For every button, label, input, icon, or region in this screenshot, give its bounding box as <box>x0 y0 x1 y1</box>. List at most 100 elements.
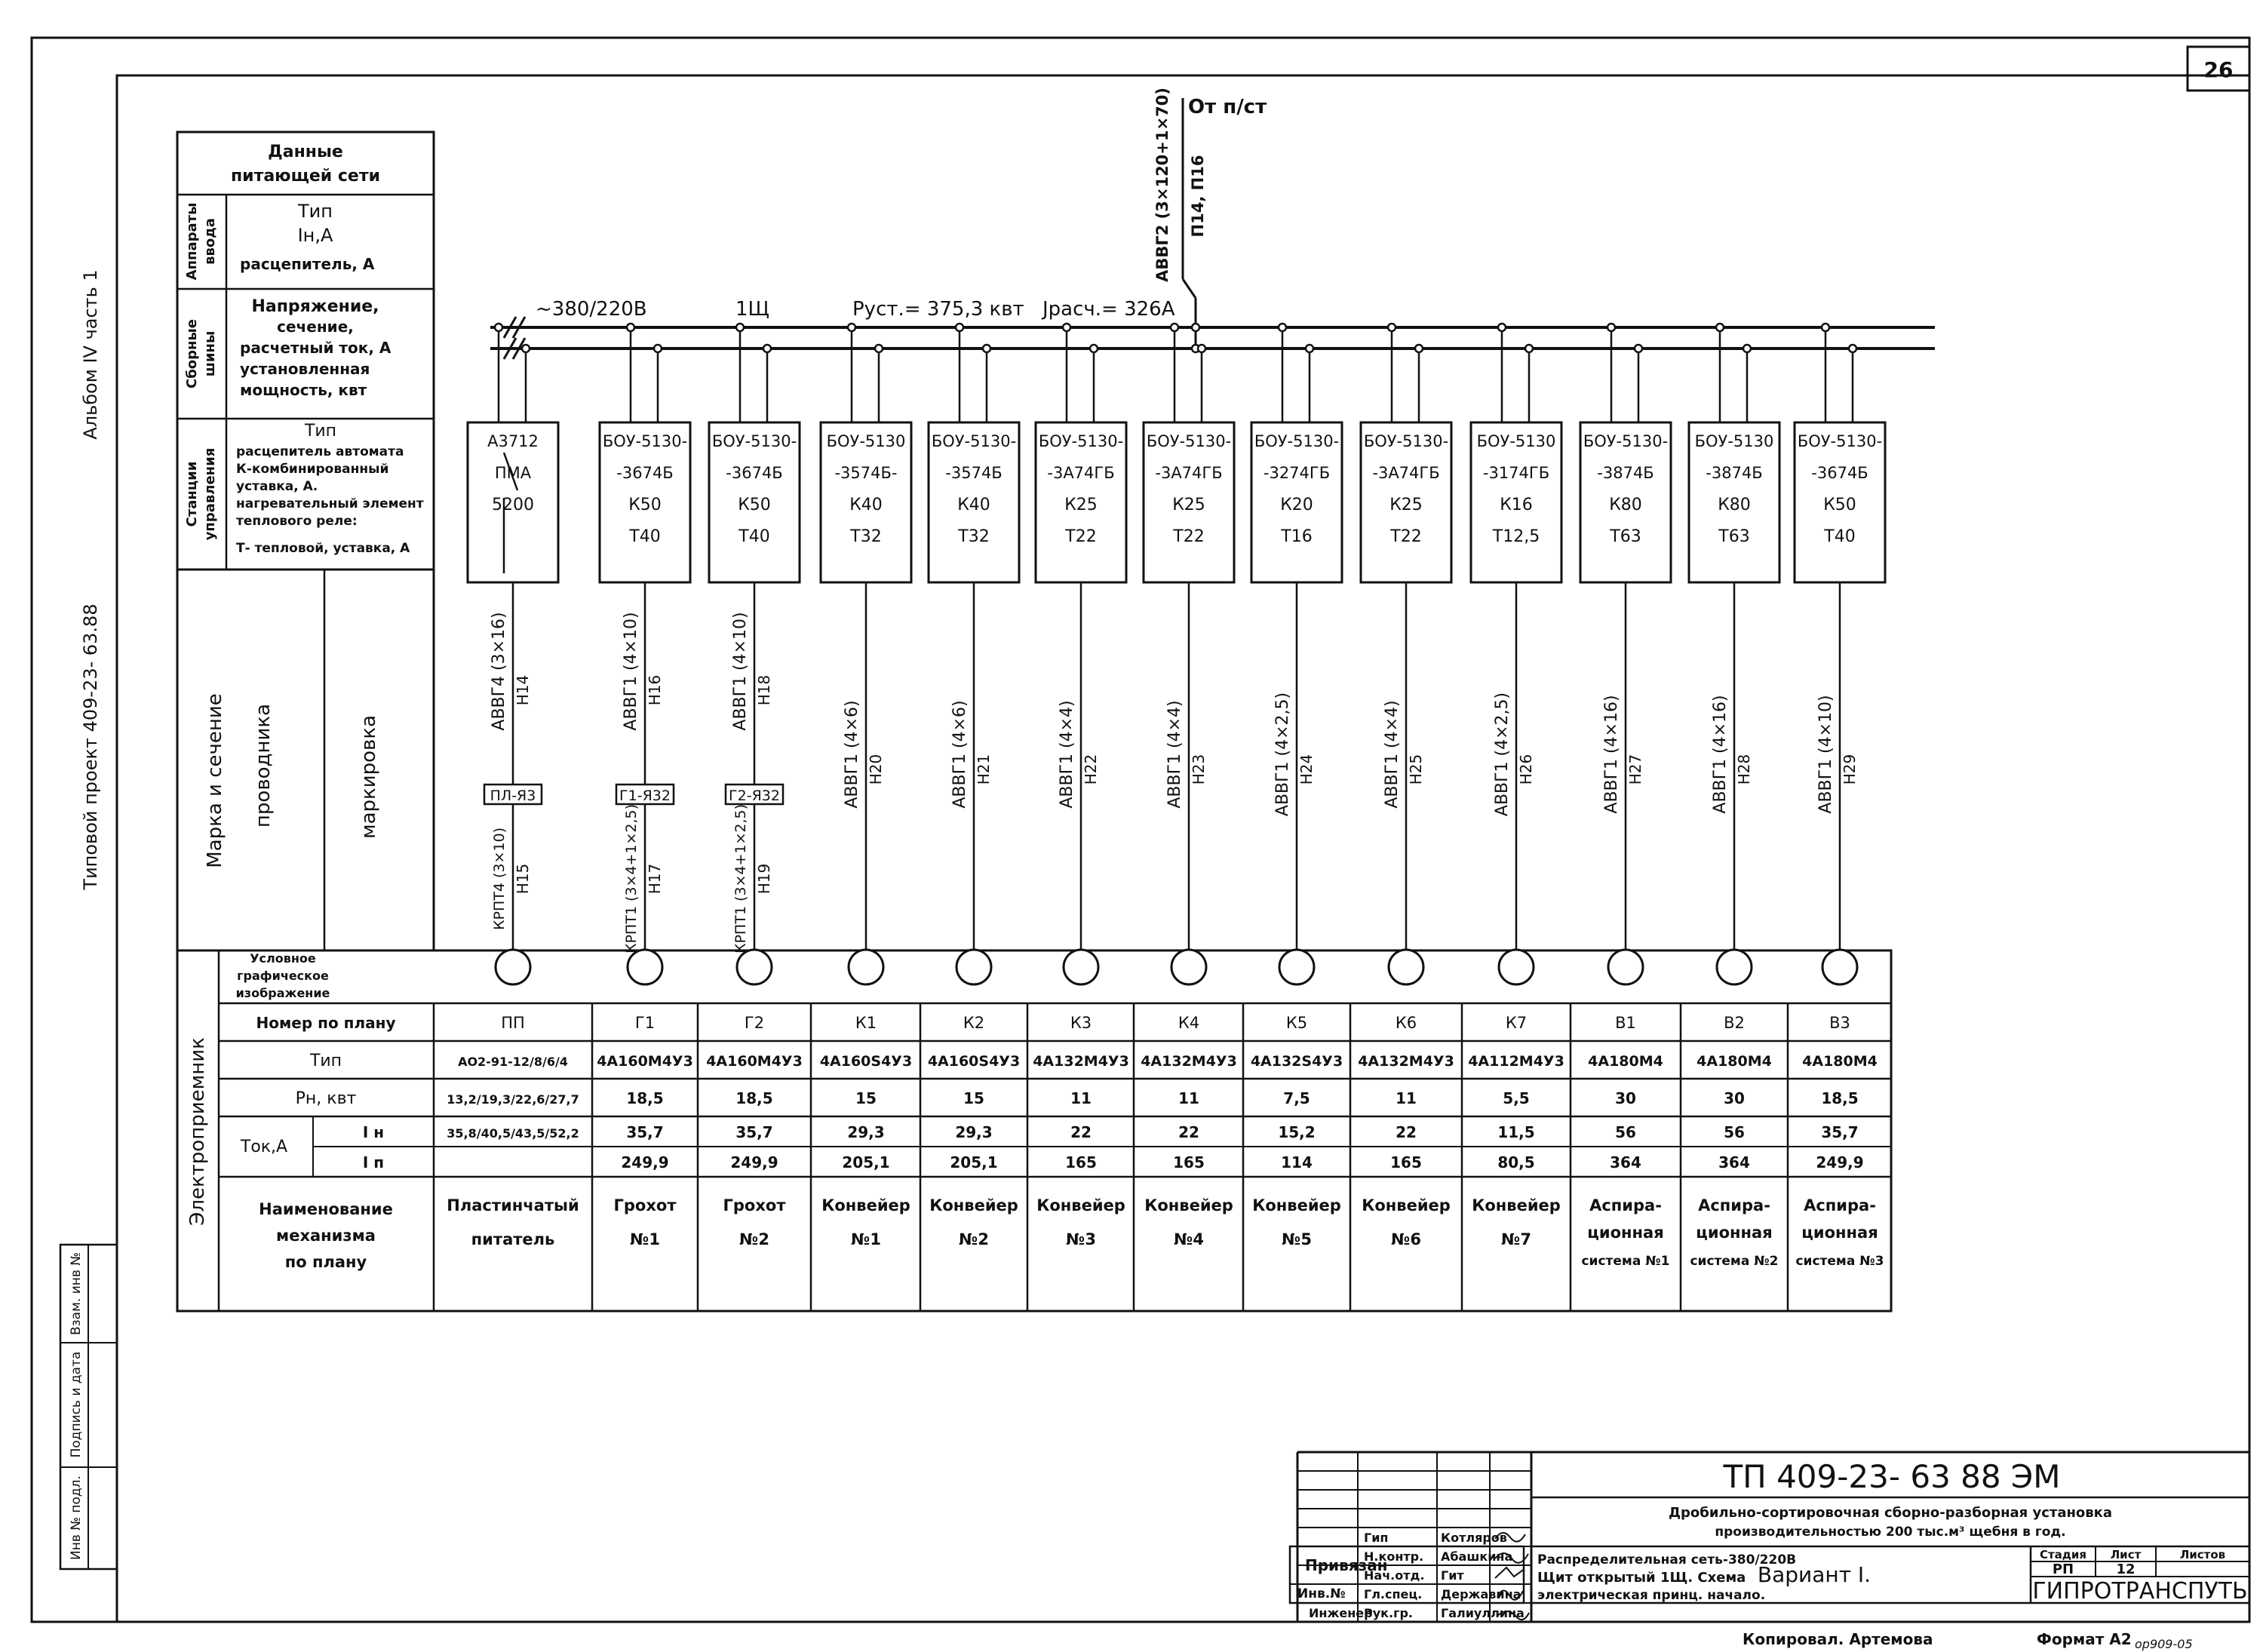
mechanism-name: №2 <box>739 1230 769 1248</box>
station-line: 5200 <box>492 496 534 514</box>
motor-power: 15 <box>963 1089 984 1107</box>
group-text: расчетный ток, А <box>240 339 391 357</box>
start-current: 364 <box>1610 1153 1641 1171</box>
tap-node <box>1196 343 1207 354</box>
group-label: управления <box>202 448 218 541</box>
role-name: Абашкина <box>1441 1549 1512 1564</box>
tap-node <box>1606 322 1617 333</box>
bottom-table: Электроприемник Условное графическое изо… <box>176 949 1893 1313</box>
rated-current: 35,7 <box>1821 1123 1858 1141</box>
motor-symbol <box>1715 948 1753 986</box>
rated-current: 11,5 <box>1497 1123 1534 1141</box>
row-label: изображение <box>236 986 330 1000</box>
plan-number: ПП <box>501 1014 525 1032</box>
cable-label: АВВГ1 (4×6) <box>843 700 861 808</box>
mechanism-name: Аспира- <box>1589 1196 1662 1214</box>
object-line: производительностью 200 тыс.м³ щебня в г… <box>1715 1525 2065 1540</box>
motor-type: 4А112М4У3 <box>1468 1053 1564 1070</box>
station-line: К20 <box>1280 496 1313 514</box>
start-current: 205,1 <box>842 1153 889 1171</box>
station-line: -3674Б <box>726 464 782 482</box>
motor-symbol <box>735 948 773 986</box>
rated-current: 22 <box>1396 1123 1417 1141</box>
mechanism-name: Грохот <box>723 1196 787 1214</box>
station-line: К25 <box>1172 496 1205 514</box>
rated-current: 22 <box>1070 1123 1092 1141</box>
role-name: Куликова <box>1309 1612 1313 1614</box>
mechanism-name: ционная <box>1801 1224 1878 1242</box>
start-current: 364 <box>1718 1153 1750 1171</box>
cable-label: АВВГ4 (3×16) <box>490 612 508 730</box>
role: Гл.спец. <box>1364 1587 1422 1601</box>
motor-symbol <box>847 948 885 986</box>
cable-mark: Н26 <box>1517 754 1535 785</box>
station-line: К25 <box>1064 496 1098 514</box>
incoming-feed: От п/ст АВВГ2 (3×120+1×70) П14, П16 <box>1153 88 1267 354</box>
motor-symbol <box>1170 948 1208 986</box>
motor-power: 30 <box>1615 1089 1636 1107</box>
tap-node <box>1524 343 1534 354</box>
object-line: Дробильно-сортировочная сборно-разборная… <box>1669 1505 2112 1521</box>
bus-current: Jрасч.= 326А <box>1041 298 1175 321</box>
cable-mark: Н25 <box>1407 754 1425 785</box>
station-line: -3874Б <box>1706 464 1762 482</box>
tap-node <box>1304 343 1315 354</box>
motor-symbol <box>1062 948 1100 986</box>
station-line: -3174ГБ <box>1483 464 1549 482</box>
cable-mark: Н15 <box>514 864 532 895</box>
signature <box>1494 1552 1529 1564</box>
rated-current: 29,3 <box>847 1123 884 1141</box>
tap-node <box>762 343 772 354</box>
plan-number: К6 <box>1396 1014 1417 1032</box>
group-text: К-комбинированный <box>236 462 388 477</box>
group-text: Тип <box>297 201 333 222</box>
motor-symbol <box>494 948 532 986</box>
group-text: теплового реле: <box>236 514 358 529</box>
motor-type: 4А132М4У3 <box>1033 1053 1129 1070</box>
row-label: Тип <box>309 1052 342 1070</box>
wire-group-label: Марка и сечение <box>204 693 226 867</box>
tap-node <box>1820 322 1831 333</box>
mechanism-name: ционная <box>1696 1224 1772 1242</box>
row-label: Номер по плану <box>256 1014 395 1032</box>
rated-current: 35,7 <box>735 1123 772 1141</box>
header-line: Данные <box>268 143 343 161</box>
cable-mark: Н27 <box>1626 754 1644 785</box>
junction-box <box>615 783 675 806</box>
stamp-cell: Подпись и дата <box>69 1352 84 1458</box>
mechanism-name: система №1 <box>1581 1254 1669 1269</box>
motor-symbol <box>1387 948 1425 986</box>
junction-box <box>483 783 543 806</box>
mechanism-name: №7 <box>1501 1230 1531 1248</box>
start-current: 165 <box>1390 1153 1422 1171</box>
organization: ГИПРОТРАНСПУТЬ <box>2032 1578 2247 1604</box>
cable-label: АВВГ1 (4×10) <box>622 612 640 730</box>
station-line: -3874Б <box>1597 464 1653 482</box>
tap-node <box>1715 322 1725 333</box>
start-current: 80,5 <box>1497 1153 1534 1171</box>
tap-node <box>846 322 857 333</box>
role-name: Державина <box>1441 1587 1521 1601</box>
feed-cable: АВВГ2 (3×120+1×70) <box>1153 88 1171 282</box>
motor-power: 18,5 <box>1821 1089 1858 1107</box>
header-line: питающей сети <box>231 167 380 186</box>
start-current: 205,1 <box>950 1153 997 1171</box>
mechanism-name: №3 <box>1066 1230 1096 1248</box>
motor-type: 4А180М4 <box>1588 1053 1663 1070</box>
rated-current: 22 <box>1178 1123 1199 1141</box>
station-line: БОУ-5130- <box>1039 432 1123 450</box>
row-label: Условное <box>250 951 316 966</box>
motor-power: 11 <box>1178 1089 1199 1107</box>
mechanism-name: ционная <box>1587 1224 1663 1242</box>
start-current: 249,9 <box>1816 1153 1863 1171</box>
motor-symbol <box>1278 948 1316 986</box>
doc-code: ТП 409-23- 63 88 ЭМ <box>1722 1458 2060 1495</box>
plan-number: В2 <box>1724 1014 1745 1032</box>
group-label: Аппараты <box>184 203 200 281</box>
station-line: БОУ-5130- <box>1254 432 1339 450</box>
stamp-cell: Инв № подл. <box>69 1475 84 1560</box>
role-name: Галиуллина <box>1441 1606 1525 1620</box>
rated-current: 56 <box>1724 1123 1745 1141</box>
tap-node <box>625 322 636 333</box>
copied-note: Копировал. Артемова <box>1743 1630 1933 1648</box>
